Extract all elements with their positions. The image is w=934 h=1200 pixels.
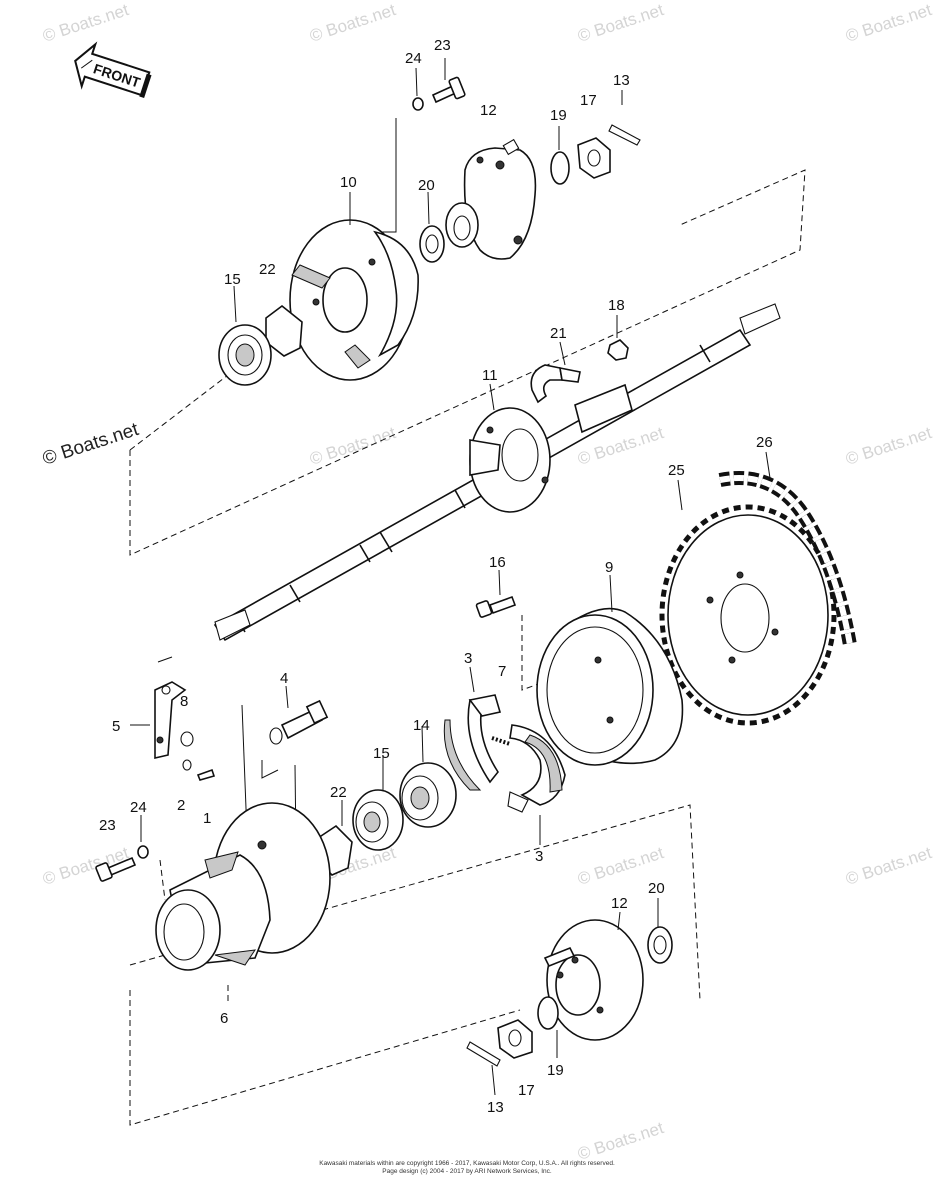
watermark: © Boats.net xyxy=(40,0,131,46)
chain-26 xyxy=(718,471,857,647)
washer-19-upper xyxy=(550,151,570,185)
spacer-20-lower xyxy=(647,926,673,964)
callout-13: 13 xyxy=(487,1099,504,1116)
callout-17: 17 xyxy=(518,1082,535,1099)
callout-14: 14 xyxy=(413,717,430,734)
callout-26: 26 xyxy=(756,434,773,451)
callout-15: 15 xyxy=(224,271,241,288)
cotter-pin-13-lower xyxy=(466,1041,501,1067)
hub-housing-1 xyxy=(155,802,331,971)
copyright-line: Kawasaki materials within are copyright … xyxy=(319,1160,615,1167)
watermark: © Boats.net xyxy=(843,423,934,469)
callout-24: 24 xyxy=(130,799,147,816)
callout-6: 6 xyxy=(220,1010,228,1027)
bearing-14 xyxy=(399,762,457,828)
brake-cover-10 xyxy=(289,219,419,381)
callout-25: 25 xyxy=(668,462,685,479)
callout-11: 11 xyxy=(482,367,498,384)
axle-11 xyxy=(213,303,781,642)
callout-23: 23 xyxy=(434,37,451,54)
callout-20: 20 xyxy=(648,880,665,897)
spring-7 xyxy=(491,736,511,746)
bolt-small xyxy=(196,768,216,781)
page-design-line: Page design (c) 2004 - 2017 by ARI Netwo… xyxy=(382,1168,552,1175)
clip-21 xyxy=(530,364,563,404)
bolt-16 xyxy=(475,595,517,618)
front-badge: FRONT xyxy=(74,41,152,99)
brake-cam-4 xyxy=(269,699,329,745)
callout-5: 5 xyxy=(112,718,120,735)
callout-2: 2 xyxy=(177,797,185,814)
watermark: © Boats.net xyxy=(843,0,934,46)
spacer-20-upper xyxy=(419,225,445,263)
bolt-23-lower xyxy=(95,856,137,882)
callout-16: 16 xyxy=(489,554,506,571)
callout-12: 12 xyxy=(480,102,497,119)
brake-drum-9 xyxy=(536,607,684,766)
oring-8 xyxy=(180,731,194,747)
lever-leader xyxy=(157,656,173,663)
cotter-pin-13-upper xyxy=(608,124,641,146)
callout-19: 19 xyxy=(547,1062,564,1079)
callout-3: 3 xyxy=(464,650,472,667)
lock-washer-24-upper xyxy=(412,97,424,111)
bolt-23-upper xyxy=(431,76,466,104)
bearing-15-lower xyxy=(352,789,404,851)
washer-19-lower xyxy=(537,996,559,1030)
watermark: © Boats.net xyxy=(843,843,934,889)
callout-7: 7 xyxy=(498,663,506,680)
hub-12-lower xyxy=(543,919,644,1041)
hub-12-upper xyxy=(445,138,537,260)
washer-small xyxy=(182,759,192,771)
lock-washer-24-lower xyxy=(137,845,149,859)
callout-13: 13 xyxy=(613,72,630,89)
callout-labels: 24 23 12 19 17 13 10 20 22 15 18 21 11 2… xyxy=(99,37,773,1116)
callout-20: 20 xyxy=(418,177,435,194)
castle-nut-17-lower xyxy=(497,1019,533,1059)
castle-nut-17-upper xyxy=(577,137,611,179)
callout-12: 12 xyxy=(611,895,628,912)
callout-1: 1 xyxy=(203,810,211,827)
callout-8: 8 xyxy=(180,693,188,710)
nut-18 xyxy=(607,339,629,361)
callout-3: 3 xyxy=(535,848,543,865)
callout-15: 15 xyxy=(373,745,390,762)
callout-4: 4 xyxy=(280,670,288,687)
callout-17: 17 xyxy=(580,92,597,109)
watermark: © Boats.net xyxy=(575,1118,666,1164)
callout-19: 19 xyxy=(550,107,567,124)
clip-21-tab xyxy=(559,366,581,383)
callout-10: 10 xyxy=(340,174,357,191)
brake-lever-5 xyxy=(154,681,187,760)
sprocket-25 xyxy=(659,504,837,726)
callout-22: 22 xyxy=(330,784,347,801)
callout-9: 9 xyxy=(605,559,613,576)
callout-23: 23 xyxy=(99,817,116,834)
bearing-15-upper xyxy=(218,324,272,386)
callout-18: 18 xyxy=(608,297,625,314)
watermark: © Boats.net xyxy=(307,423,398,469)
brake-shoe-3-lower xyxy=(507,724,566,813)
brake-shoe-3-upper xyxy=(443,694,502,791)
callout-21: 21 xyxy=(550,325,567,342)
watermark: © Boats.net xyxy=(307,0,398,46)
callout-24: 24 xyxy=(405,50,422,67)
watermark: © Boats.net xyxy=(575,0,666,46)
callout-22: 22 xyxy=(259,261,276,278)
watermark-main: © Boats.net xyxy=(40,419,142,470)
leader-ticks xyxy=(130,58,771,1096)
